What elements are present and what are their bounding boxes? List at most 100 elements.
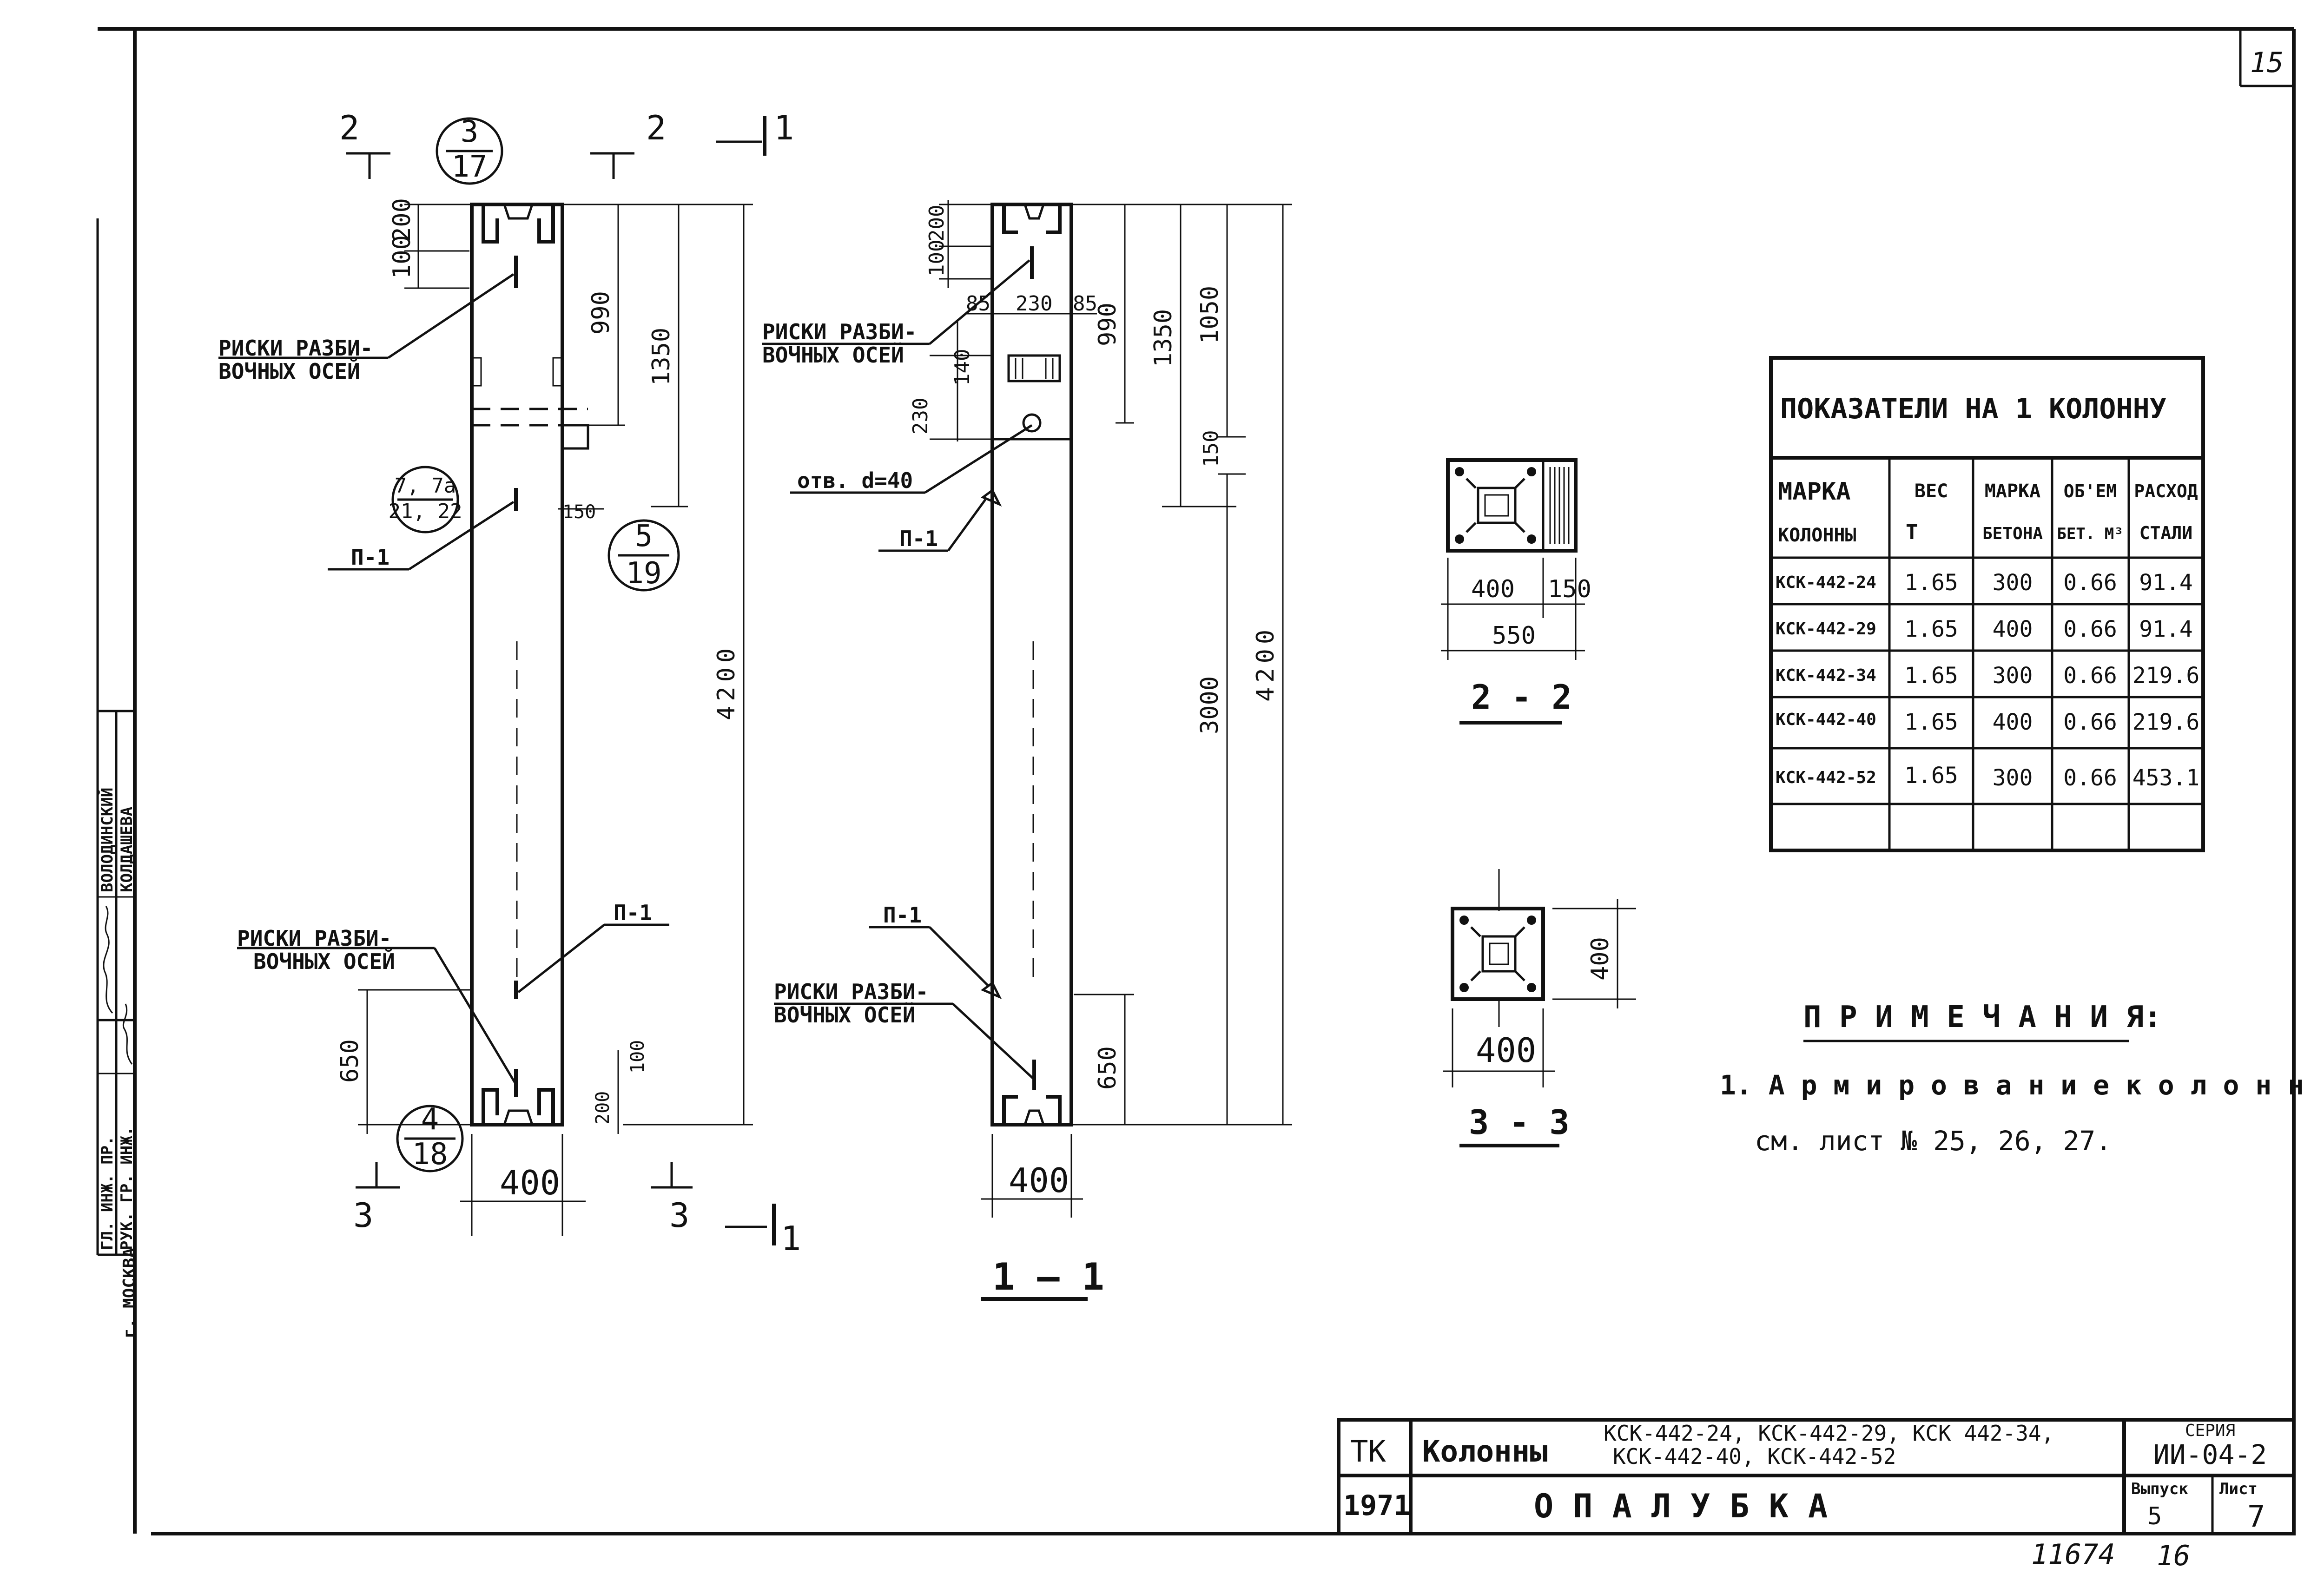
sec1-dim-140: 140 (951, 349, 974, 386)
sec1-label-hole: отв. d=40 (797, 468, 913, 493)
tb-org: ТК (1350, 1435, 1386, 1469)
side-stamp: г. МОСКВА ГЛ. ИНЖ. ПР. РУК. ГР. ИНЖ. ВОЛ… (96, 218, 139, 1338)
sec1-label-p1-bottom: П-1 (883, 902, 922, 928)
signature-1 (103, 906, 113, 1014)
svg-text:300: 300 (1993, 765, 2033, 791)
svg-text:1.65: 1.65 (1904, 709, 1958, 735)
sec1-label-axes-top-2: ВОЧНЫХ ОСЕЙ (762, 343, 904, 368)
svg-text:219.6: 219.6 (2133, 709, 2200, 735)
table-row: КСК-442-34 1.65 300 0.66 219.6 (1776, 663, 2199, 689)
svg-text:КСК-442-52: КСК-442-52 (1776, 768, 1876, 787)
svg-text:91.4: 91.4 (2139, 570, 2193, 596)
stamp-role-chief-engineer: ГЛ. ИНЖ. ПР. (98, 1136, 117, 1250)
table-title: ПОКАЗАТЕЛИ НА 1 КОЛОННУ (1780, 393, 2166, 425)
sheet-archive-page: 16 (2157, 1540, 2190, 1572)
sec2-dim-150: 150 (1548, 575, 1591, 603)
svg-text:1.65: 1.65 (1904, 763, 1958, 789)
svg-text:400: 400 (1993, 616, 2033, 642)
svg-text:17: 17 (451, 150, 487, 184)
svg-text:0.66: 0.66 (2063, 709, 2117, 735)
table-header-weight-2: Т (1906, 520, 1918, 544)
elev-cut-1-bottom: 1 (781, 1219, 801, 1258)
elev-label-axes-top-1: РИСКИ РАЗБИ- (218, 336, 373, 361)
svg-text:1.65: 1.65 (1904, 663, 1958, 689)
sec1-dim-400: 400 (1009, 1161, 1069, 1200)
tb-sheet-label: Лист (2219, 1480, 2258, 1498)
elev-dim-990: 990 (587, 291, 615, 335)
sec3-dim-400-height: 400 (1586, 937, 1614, 981)
elev-dim-1350: 1350 (647, 328, 675, 386)
elev-label-p1-mid: П-1 (351, 545, 390, 570)
tb-sheet-value: 7 (2247, 1500, 2265, 1534)
svg-text:5: 5 (635, 519, 653, 553)
sec1-dim-1350: 1350 (1149, 309, 1177, 367)
svg-text:КСК-442-29: КСК-442-29 (1776, 619, 1876, 639)
svg-text:400: 400 (1993, 709, 2033, 735)
table-header-steel-2: СТАЛИ (2139, 523, 2192, 543)
table-header-concrete-1: МАРКА (1985, 481, 2040, 502)
sec1-dim-150: 150 (1199, 430, 1223, 467)
indicators-table: ПОКАЗАТЕЛИ НА 1 КОЛОННУ МАРКА КОЛОННЫ ВЕ… (1769, 356, 2205, 852)
sec1-dim-1050: 1050 (1196, 286, 1224, 344)
elev-label-p1-bottom: П-1 (614, 900, 652, 925)
sec1-dim-4200: 4200 (1252, 625, 1280, 702)
section-2-2-title: 2 - 2 (1471, 678, 1572, 717)
tb-series-label: СЕРИЯ (2185, 1421, 2235, 1440)
stamp-role-group-lead: РУК. ГР. ИНЖ. (118, 1126, 136, 1250)
column-elevation: 2 2 1 3 3 1 3 17 7, 7а 21, 22 (218, 108, 801, 1258)
svg-text:0.66: 0.66 (2063, 616, 2117, 642)
elev-dim-100-top: 100 (388, 235, 416, 279)
tb-marks-line-1: КСК-442-24, КСК-442-29, КСК 442-34, (1604, 1421, 2054, 1446)
elev-dim-200-bottom: 200 (592, 1091, 614, 1125)
svg-text:1.65: 1.65 (1904, 616, 1958, 642)
elev-cut-1-top: 1 (774, 108, 794, 147)
elev-dim-4200: 4200 (713, 644, 740, 720)
svg-text:21, 22: 21, 22 (389, 500, 462, 523)
elev-cut-2-left: 2 (339, 108, 359, 147)
notes-line-2: см. лист № 25, 26, 27. (1755, 1125, 2112, 1157)
stamp-name-1: ВОЛОДИНСКИЙ (98, 788, 117, 892)
sec1-dim-200: 200 (925, 205, 949, 242)
svg-text:0.66: 0.66 (2063, 663, 2117, 689)
table-row: КСК-442-52 1.65 300 0.66 453.1 (1776, 763, 2199, 791)
sec2-dim-400: 400 (1471, 575, 1515, 603)
elev-label-axes-bot-2: ВОЧНЫХ ОСЕЙ (253, 949, 395, 974)
tb-marks-line-2: КСК-442-40, КСК-442-52 (1613, 1444, 1896, 1469)
table-row: КСК-442-24 1.65 300 0.66 91.4 (1776, 570, 2193, 596)
svg-text:4: 4 (421, 1102, 439, 1137)
signature-2 (122, 1003, 133, 1065)
notes-title: П Р И М Е Ч А Н И Я: (1803, 1000, 2162, 1034)
detail-ref-7-21: 7, 7а 21, 22 (389, 466, 462, 534)
svg-text:18: 18 (412, 1137, 448, 1172)
tb-issue-value: 5 (2147, 1502, 2162, 1530)
section-1-1: РИСКИ РАЗБИ- ВОЧНЫХ ОСЕЙ отв. d=40 П-1 П… (762, 200, 1292, 1301)
elev-label-axes-top-2: ВОЧНЫХ ОСЕЙ (218, 359, 360, 384)
svg-text:1.65: 1.65 (1904, 570, 1958, 596)
elev-cut-2-right: 2 (646, 108, 666, 147)
svg-text:453.1: 453.1 (2133, 765, 2200, 791)
sec1-label-axes-bot-1: РИСКИ РАЗБИ- (774, 979, 928, 1004)
elev-dim-100-bottom: 100 (627, 1040, 648, 1074)
svg-text:219.6: 219.6 (2133, 663, 2200, 689)
sec1-label-axes-top-1: РИСКИ РАЗБИ- (762, 319, 917, 344)
detail-ref-3-17: 3 17 (436, 115, 503, 185)
notes: П Р И М Е Ч А Н И Я: 1. А р м и р о в а … (1720, 1000, 2304, 1157)
table-header-steel-1: РАСХОД (2134, 481, 2198, 501)
section-1-1-title: 1 — 1 (992, 1255, 1104, 1298)
sec1-dim-230: 230 (1016, 292, 1052, 316)
sheet-frame (98, 27, 2296, 1535)
stamp-city: г. МОСКВА (120, 1248, 139, 1338)
table-row: КСК-442-40 1.65 400 0.66 219.6 (1776, 709, 2199, 735)
svg-text:0.66: 0.66 (2063, 570, 2117, 596)
svg-text:КСК-442-40: КСК-442-40 (1776, 710, 1876, 729)
section-3-3: 400 400 3 - 3 (1443, 869, 1636, 1147)
table-header-weight-1: ВЕС (1915, 481, 1948, 502)
sec1-dim-3000: 3000 (1196, 676, 1224, 734)
detail-ref-5-19: 5 19 (607, 519, 680, 592)
sec1-dim-990: 990 (1094, 303, 1122, 346)
tb-year: 1971 (1343, 1489, 1411, 1522)
svg-text:3: 3 (461, 115, 479, 149)
sec1-dim-85-left: 85 (966, 292, 990, 316)
elev-label-axes-bot-1: РИСКИ РАЗБИ- (237, 926, 391, 951)
